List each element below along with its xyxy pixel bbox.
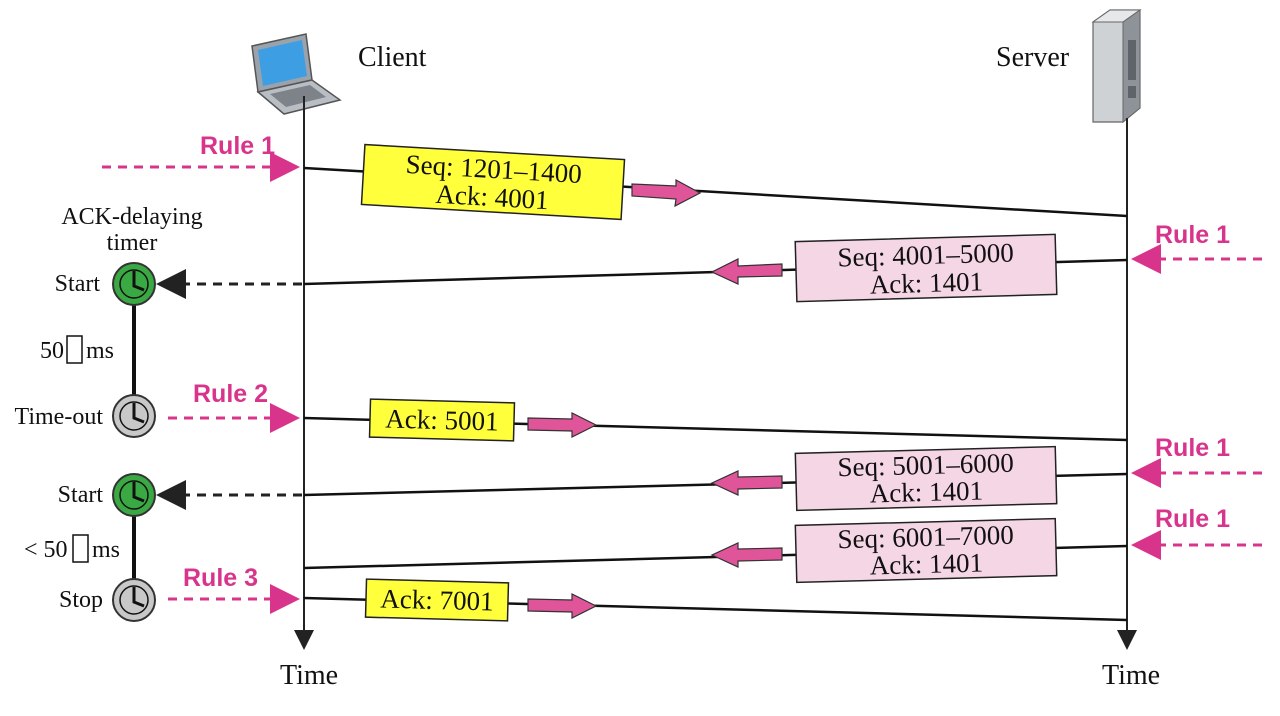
interval-unit-2: ms <box>92 537 120 563</box>
segment-box-2: Seq: 4001–5000 Ack: 1401 <box>794 233 1058 303</box>
rule-label-client-3: Rule 3 <box>183 564 258 592</box>
client-time-label: Time <box>280 660 338 691</box>
rule-label-server-3: Rule 1 <box>1155 505 1230 533</box>
svg-text:Seq: 6001–7000: Seq: 6001–7000 <box>837 520 1014 555</box>
laptop-icon <box>251 33 342 115</box>
clock-icon-timeout <box>112 394 156 438</box>
svg-text:Ack: 1401: Ack: 1401 <box>869 266 983 299</box>
svg-text:Seq: 4001–5000: Seq: 4001–5000 <box>837 238 1014 273</box>
rule-label-client-1: Rule 1 <box>200 132 275 160</box>
svg-text:Ack: 1401: Ack: 1401 <box>869 476 983 509</box>
direction-arrow-4 <box>710 470 783 496</box>
server-label: Server <box>996 42 1070 73</box>
direction-arrow-5 <box>710 542 783 568</box>
segment-box-1: Seq: 1201–1400 Ack: 4001 <box>360 143 626 221</box>
server-icon <box>1091 9 1142 124</box>
interval-value-1: 50 <box>40 338 64 364</box>
direction-arrow-2 <box>710 258 783 285</box>
interval-glyph-box-1 <box>66 335 83 364</box>
segment-box-5: Seq: 6001–7000 Ack: 1401 <box>794 517 1058 584</box>
svg-text:Ack: 4001: Ack: 4001 <box>435 179 550 215</box>
rule-label-client-2: Rule 2 <box>193 380 268 408</box>
interval-value-2: < 50 <box>24 537 68 563</box>
direction-arrow-3 <box>527 412 598 438</box>
timer-timeout-label: Time-out <box>15 404 104 430</box>
timer-start-label-1: Start <box>55 271 101 297</box>
segment-box-6: Ack: 7001 <box>364 578 510 622</box>
server-time-label: Time <box>1102 660 1160 691</box>
timer-title-line2: timer <box>107 230 158 256</box>
clock-icon-start-1 <box>112 262 156 306</box>
clock-icon-start-2 <box>112 473 156 517</box>
svg-text:Ack: 7001: Ack: 7001 <box>380 584 494 617</box>
timer-stop-label: Stop <box>59 587 103 613</box>
svg-text:Ack: 5001: Ack: 5001 <box>385 404 499 437</box>
clock-icon-stop <box>112 578 156 622</box>
timer-start-label-2: Start <box>58 482 104 508</box>
svg-text:Ack: 1401: Ack: 1401 <box>869 548 983 581</box>
timer-title-line1: ACK-delaying <box>61 204 202 230</box>
segment-box-4: Seq: 5001–6000 Ack: 1401 <box>794 445 1058 512</box>
svg-text:Seq: 5001–6000: Seq: 5001–6000 <box>837 448 1014 483</box>
rule-label-server-2: Rule 1 <box>1155 434 1230 462</box>
rule-label-server-1: Rule 1 <box>1155 221 1230 249</box>
interval-unit-1: ms <box>86 338 114 364</box>
direction-arrow-6 <box>527 593 598 619</box>
client-label: Client <box>358 42 427 73</box>
segment-box-3: Ack: 5001 <box>368 398 516 442</box>
interval-glyph-box-2 <box>72 534 89 563</box>
direction-arrow-1 <box>631 178 702 208</box>
